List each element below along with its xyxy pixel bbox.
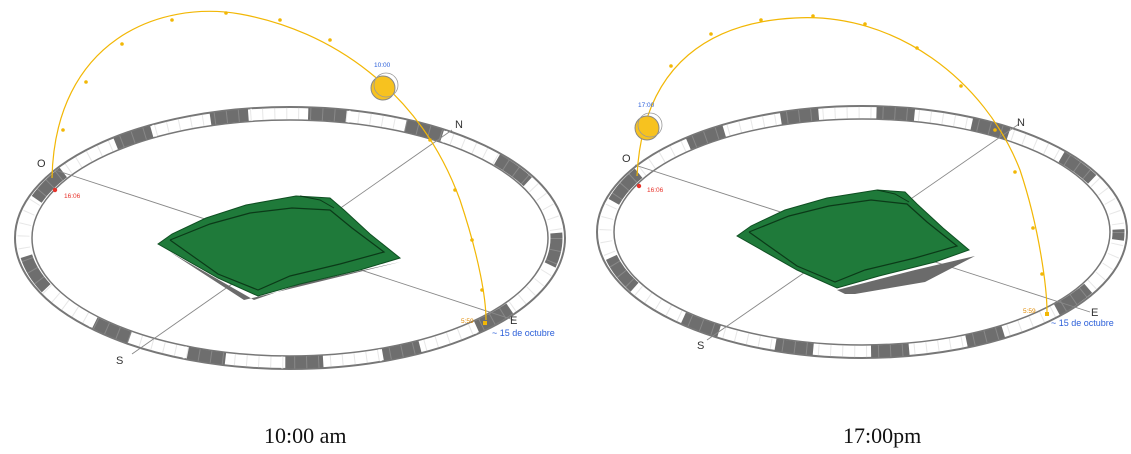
compass-east-label: E: [510, 315, 517, 327]
terrain-shadow: [837, 256, 975, 294]
compass-west-label: O: [622, 153, 631, 165]
sunrise-marker: [483, 321, 487, 325]
sun-time-label: 10:00: [374, 62, 391, 69]
compass-south-label: S: [697, 340, 704, 352]
horizon-ring: [596, 105, 1128, 359]
panel-caption: 17:00pm: [843, 423, 922, 448]
compass-north-label: N: [455, 119, 463, 131]
compass-west-label: O: [37, 158, 46, 170]
date-label: ~ 15 de octubre: [1051, 318, 1114, 328]
compass-east-label: E: [1091, 307, 1098, 319]
horizon-ring: [14, 106, 566, 370]
sun-icon: [634, 112, 663, 141]
sunset-time-label: 16:06: [64, 193, 81, 200]
sunrise-time-label: 5:59: [461, 318, 474, 325]
sun-path-diagram: N O E S 10:00 16:06 5:59 ~ 15 de octubre: [14, 10, 566, 370]
sun-time-label: 17:00: [638, 102, 655, 109]
sun-icon: [370, 72, 399, 101]
sunset-marker: [52, 187, 58, 193]
panel-caption: 10:00 am: [264, 423, 347, 448]
date-label: ~ 15 de octubre: [492, 328, 555, 338]
compass-south-label: S: [116, 355, 123, 367]
sunset-time-label: 16:06: [647, 187, 664, 194]
sun-study-panel-5pm: N O E S 17:00 16:06 5:59 ~ 15 de octubre…: [565, 0, 1131, 454]
sunset-marker: [636, 183, 642, 189]
sun-study-panel-10am: N O E S 10:00 16:06 5:59 ~ 15 de octubre…: [14, 10, 566, 448]
terrain-shadow: [170, 252, 400, 300]
compass-north-label: N: [1017, 117, 1025, 129]
terrain-model: [157, 195, 402, 297]
sun-path-diagram: N O E S 17:00 16:06 5:59 ~ 15 de octubre: [596, 14, 1128, 359]
sunrise-time-label: 5:59: [1023, 308, 1036, 315]
terrain-model: [736, 189, 970, 289]
sun-path-arc: [51, 10, 487, 321]
sunrise-marker: [1045, 312, 1049, 316]
